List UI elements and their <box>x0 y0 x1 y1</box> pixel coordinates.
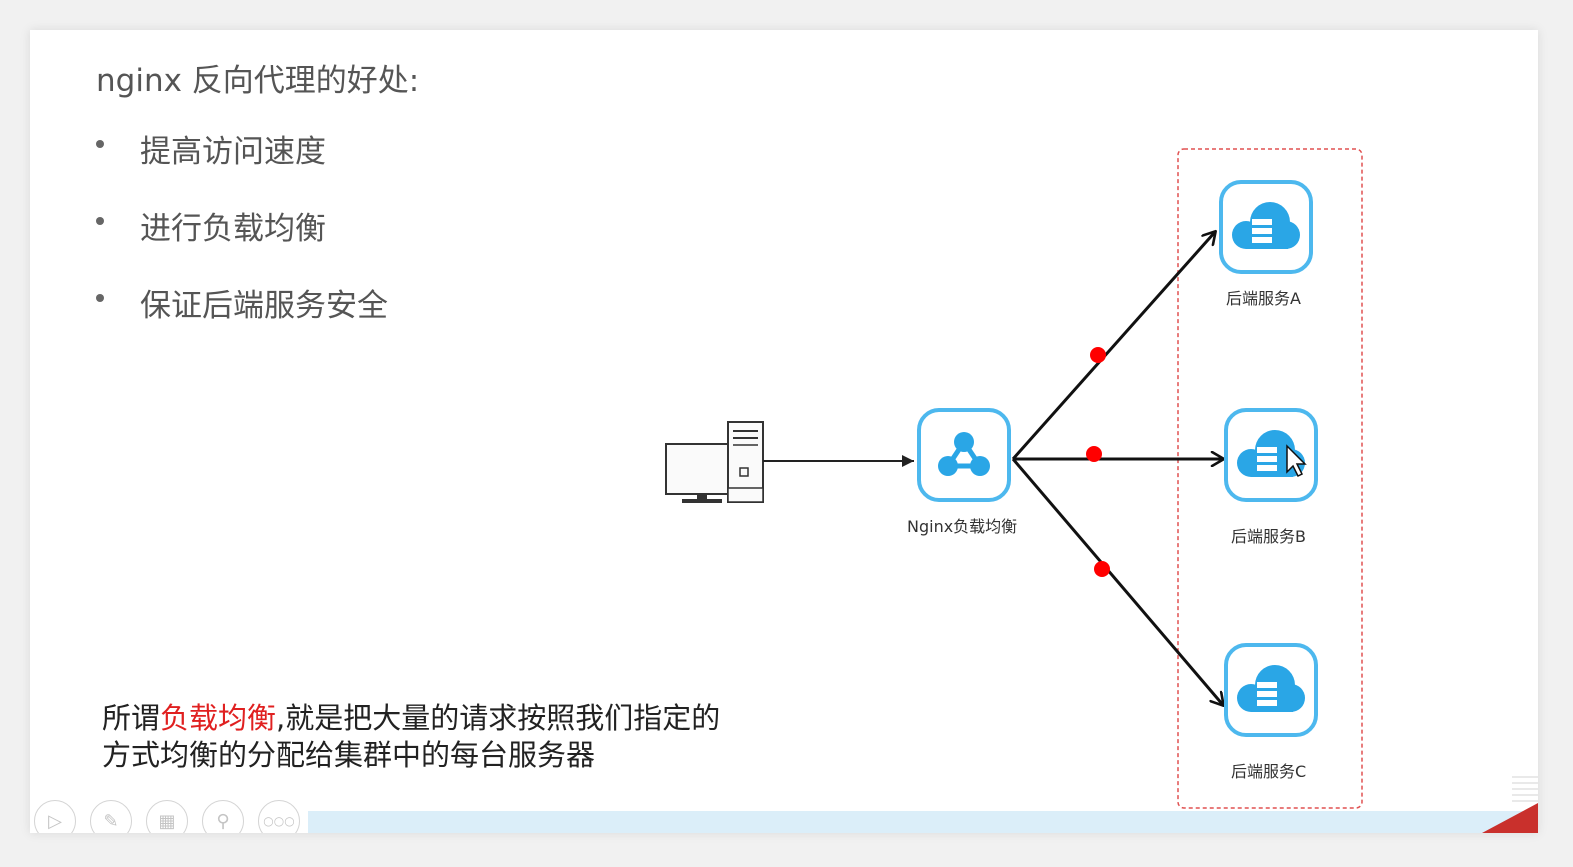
slide: nginx 反向代理的好处: 提高访问速度 进行负载均衡 保证后端服务安全 <box>30 30 1538 833</box>
arrow-to-server-a <box>1011 232 1215 460</box>
mouse-cursor-icon <box>1286 444 1307 478</box>
corner-decoration <box>1482 803 1538 833</box>
layout-icon[interactable]: ▦ <box>146 800 188 833</box>
client-computer-icon <box>665 421 764 503</box>
bullet-dot <box>96 140 104 148</box>
server-c-label: 后端服务C <box>1231 762 1307 781</box>
load-balancing-diagram <box>665 148 1363 809</box>
slide-title: nginx 反向代理的好处: <box>96 63 420 99</box>
arrow-to-server-c <box>1011 458 1223 705</box>
server-a-cloud-icon <box>1219 180 1313 274</box>
more-icon[interactable]: ○○○ <box>258 800 300 833</box>
request-dot <box>1090 347 1106 363</box>
zoom-icon[interactable]: ⚲ <box>202 800 244 833</box>
request-dot <box>1094 561 1110 577</box>
server-c-cloud-icon <box>1224 643 1318 737</box>
slide-menu-icon[interactable] <box>1512 772 1538 802</box>
play-icon[interactable]: ▷ <box>34 800 76 833</box>
server-b-cloud-icon <box>1224 408 1318 502</box>
nginx-load-balancer-icon <box>917 408 1011 502</box>
decorative-wave <box>308 811 1538 833</box>
server-b-label: 后端服务B <box>1231 527 1306 546</box>
server-group-box <box>1177 148 1363 809</box>
nginx-load-balancer-label: Nginx负载均衡 <box>907 517 1018 536</box>
load-balancing-definition: 所谓负载均衡,就是把大量的请求按照我们指定的方式均衡的分配给集群中的每台服务器 <box>102 701 721 772</box>
pen-icon[interactable]: ✎ <box>90 800 132 833</box>
bullet-dot <box>96 217 104 225</box>
request-dot <box>1086 446 1102 462</box>
bullet-dot <box>96 294 104 302</box>
highlighted-term: 负载均衡 <box>160 701 277 735</box>
server-a-label: 后端服务A <box>1226 289 1301 308</box>
